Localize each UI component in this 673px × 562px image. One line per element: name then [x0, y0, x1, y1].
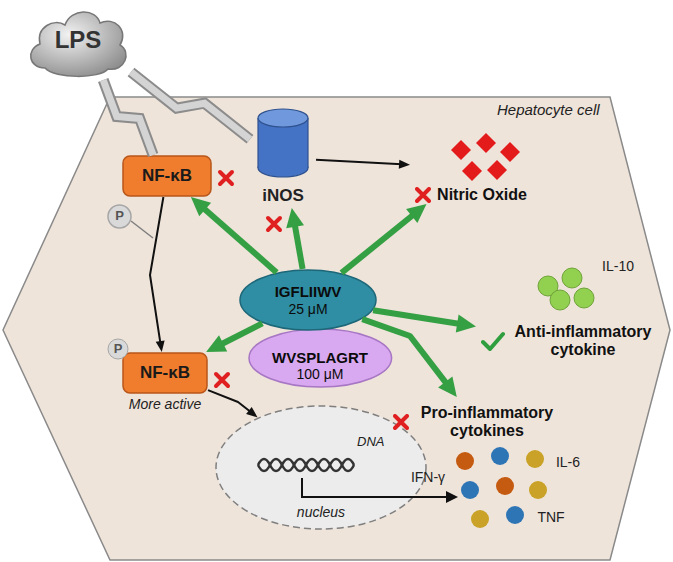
inhibition-arrow: [362, 319, 457, 397]
inhibition-cross: [216, 374, 228, 386]
arrow-head: [406, 204, 426, 223]
lightning-bolt: [131, 72, 250, 139]
il10-molecules: [574, 288, 594, 308]
phosphate-tag: [108, 339, 128, 359]
cytokine-molecules: [461, 481, 479, 499]
phosphate-link: [131, 221, 153, 238]
inhibition-arrow: [219, 323, 263, 345]
dna-helix: [258, 459, 354, 471]
arrow-head: [399, 160, 410, 169]
process-arrow: [208, 390, 251, 412]
node-label: IGFLIIWV: [275, 283, 342, 300]
node-label: DNA: [357, 435, 384, 450]
arrow-head: [246, 407, 258, 417]
inhibition-arrow: [202, 206, 277, 272]
node-label: Pro-inflammatory cytokines: [415, 404, 560, 441]
arrow-head: [191, 197, 211, 216]
process-arrow: [316, 160, 410, 169]
inhibition-cross: [216, 172, 280, 386]
phosphate-link: [131, 221, 153, 238]
cytokine-molecules: [496, 477, 514, 495]
hepatocyte-cell: Hepatocyte celliNOSNF-κBPNF-κBMore activ…: [0, 95, 673, 562]
node-label: nucleus: [215, 504, 427, 520]
peptide-ellipse: WVSPLAGRT100 μM: [248, 328, 393, 388]
process-arrow: [150, 197, 163, 344]
il10-molecules: [550, 290, 570, 310]
node-label: NF-κB: [142, 166, 192, 186]
nitric-oxide-molecules: [476, 133, 496, 153]
phospho-nfkb-box: NF-κBMore active: [122, 352, 208, 394]
node-label: P: [115, 209, 124, 224]
inhibition-arrow: [294, 222, 302, 269]
node-label: 25 μM: [288, 301, 327, 317]
cytokine-label: TNF: [537, 509, 564, 525]
cytokine-label: IL-10: [602, 258, 634, 274]
inhibition-arrow: [342, 204, 427, 273]
node-label: More active: [129, 396, 201, 412]
node-label: Nitric Oxide: [437, 186, 527, 204]
cytokine-molecules: [456, 447, 547, 528]
node-label: 100 μM: [296, 366, 343, 382]
callout-letter: P: [114, 342, 123, 357]
pro-inflammatory-target: Pro-inflammatory cytokines: [384, 397, 568, 447]
inhibition-cross: [220, 172, 232, 184]
inhibition-arrow: [342, 213, 416, 273]
nitric-oxide-molecules: [500, 142, 520, 162]
inhibition-arrow: [362, 319, 448, 386]
nitric-oxide-molecules: [451, 133, 520, 181]
dna-helix: [258, 459, 354, 471]
arrow-head: [438, 376, 457, 397]
lightning-bolt: [131, 72, 250, 139]
cytokine-molecules: [526, 450, 544, 468]
dna-helix: [258, 459, 354, 471]
process-arrow: [316, 160, 402, 165]
lightning-bolt: [103, 80, 153, 155]
cytokine-molecules: [491, 447, 509, 465]
arrow-head: [156, 340, 165, 352]
arrow-head: [286, 208, 304, 228]
nitric-oxide-molecules: [462, 161, 482, 181]
node-label: Anti-inflammatory cytokine: [511, 323, 656, 360]
node-label: NF-κB: [140, 363, 190, 383]
nfkb-box: NF-κB: [122, 155, 212, 197]
inos-cylinder: iNOS: [250, 108, 316, 208]
cytokine-molecules: [529, 481, 547, 499]
node-label: iNOS: [262, 186, 304, 206]
expression-arrow: [446, 491, 458, 503]
cytokine-label: IFN-γ: [411, 469, 445, 485]
inhibition-arrow: [373, 310, 462, 324]
arrow-head: [206, 335, 227, 352]
inhibition-arrow: [206, 323, 262, 352]
il10-molecules: [562, 268, 582, 288]
phosphate-circle: P: [107, 204, 132, 229]
nucleus-ellipse: DNA nucleus: [215, 405, 427, 530]
lightning-bolt: [131, 72, 250, 139]
inhibition-cross: [268, 218, 280, 230]
arrow-head: [456, 315, 476, 333]
cytokine-molecules: [471, 510, 489, 528]
node-label: LPS: [55, 26, 102, 54]
cytokine-label: IL-6: [556, 454, 580, 470]
lightning-bolt: [103, 80, 153, 155]
activation-check: [481, 331, 505, 351]
node-label: WVSPLAGRT: [272, 349, 368, 366]
nitric-oxide-molecules: [451, 140, 471, 160]
lps-cloud: LPS: [25, 4, 131, 80]
il10-molecules: [538, 268, 594, 310]
inhibition-cross: [393, 414, 409, 430]
anti-inflammatory-target: Anti-inflammatory cytokine: [476, 314, 660, 368]
cytokine-molecules: [506, 506, 524, 524]
inhibition-arrow: [286, 208, 304, 269]
process-arrow: [150, 197, 165, 352]
cytokine-molecules: [456, 452, 474, 470]
nitric-oxide-molecules: [487, 160, 507, 180]
process-arrow: [208, 390, 258, 417]
lightning-bolt: [103, 80, 153, 155]
node-label: Hepatocyte cell: [497, 101, 600, 118]
inhibition-arrow: [191, 197, 277, 272]
inhibition-cross: [415, 187, 431, 203]
cylinder-shape: [250, 108, 316, 180]
